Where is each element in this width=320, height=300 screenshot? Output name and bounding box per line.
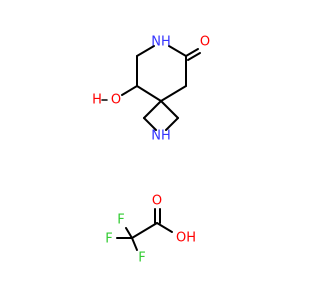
bond-cspiro-c5	[160, 100, 179, 119]
bond-c2-o-double-a	[185, 48, 199, 57]
molecule-1: NH O H O NH	[92, 35, 210, 144]
bond-cspiro-c4	[136, 85, 162, 102]
molecule-2: O OH F F F	[105, 194, 196, 266]
bond-c-f-top	[125, 227, 133, 239]
atom-h-hydroxyl: H	[92, 93, 102, 108]
atom-f-bottom: F	[138, 251, 145, 266]
bond-n2-c6	[143, 117, 157, 131]
chemical-structure-drawing: NH O H O NH O OH F F F	[92, 35, 210, 266]
structure-canvas: NH O H O NH O OH F F F	[92, 35, 210, 266]
bond-c-oh	[156, 222, 173, 233]
bond-c3-cspiro	[160, 85, 187, 102]
atom-n-azetidine: NH	[151, 129, 171, 144]
atom-f-left: F	[105, 232, 112, 247]
bond-c4-oh	[121, 85, 138, 96]
bond-c-f-bottom	[131, 237, 138, 251]
atom-n-lactam: NH	[151, 35, 171, 50]
bond-c6-cspiro	[143, 100, 162, 119]
atom-o-hydroxyl: O	[111, 93, 121, 108]
bond-cf3-c	[131, 222, 158, 239]
bond-c5-n2	[165, 117, 179, 131]
bond-c1-n1	[136, 45, 155, 57]
atom-o-carbonyl: O	[152, 194, 162, 209]
bond-n1-c2	[168, 45, 187, 57]
atom-f-top: F	[117, 213, 124, 228]
atom-o-ketone: O	[200, 35, 210, 50]
bond-c2-o-double-b	[187, 52, 201, 61]
atom-o-acid: OH	[176, 231, 196, 246]
